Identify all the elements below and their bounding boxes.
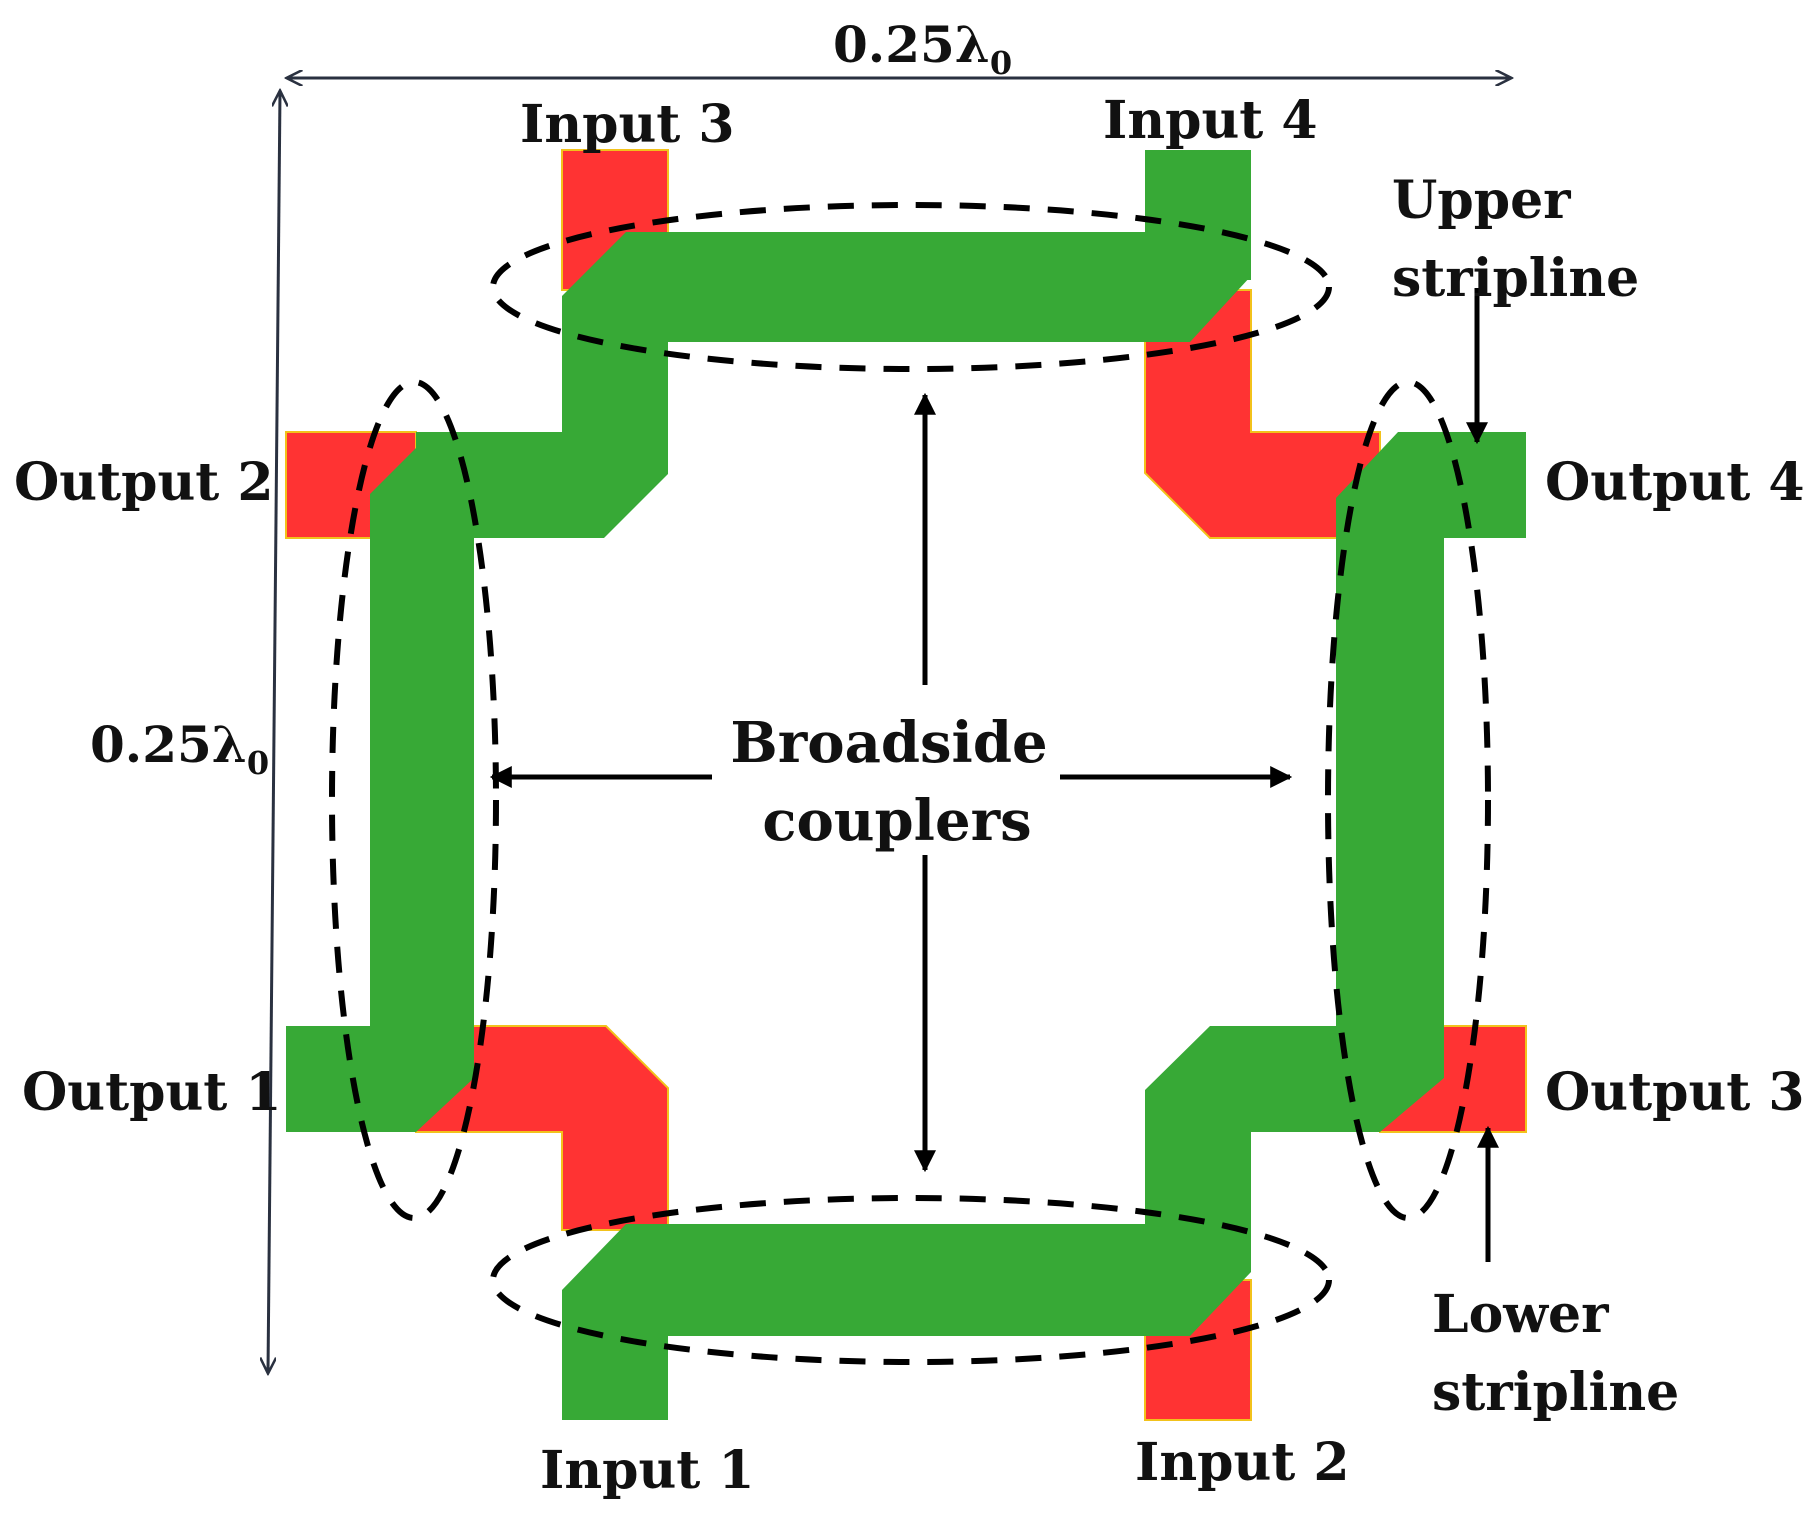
dimension-vertical-main: 0.25λ	[90, 715, 247, 774]
port-label-input-1: Input 1	[540, 1440, 755, 1501]
port-label-output-4: Output 4	[1545, 452, 1805, 513]
upper-stripline	[286, 150, 1526, 1420]
dimension-horizontal-main: 0.25λ	[833, 15, 990, 74]
label-upper-stripline-1: Upper	[1392, 170, 1571, 231]
dimension-horizontal-label: 0.25λ0	[833, 15, 1012, 82]
coupler-outlines	[329, 202, 1491, 1365]
upper-coupler-left	[370, 432, 474, 1132]
annotation-arrows	[489, 288, 1499, 1262]
dimension-lines	[268, 78, 1510, 1372]
dimension-vertical-label: 0.25λ0	[90, 715, 269, 782]
dimension-horizontal-sub: 0	[990, 44, 1012, 82]
port-label-output-3: Output 3	[1545, 1062, 1805, 1123]
coupler-outline-top	[490, 202, 1332, 372]
upper-coupler-bottom	[562, 1224, 1251, 1336]
upper-line-output-1	[286, 1026, 396, 1132]
coupler-outline-right	[1325, 379, 1491, 1221]
upper-corner-top-left	[416, 342, 668, 538]
port-label-output-1: Output 1	[22, 1062, 282, 1123]
dimension-vertical-sub: 0	[247, 744, 269, 782]
upper-coupler-top	[562, 232, 1251, 342]
upper-line-output-4	[1420, 432, 1526, 538]
port-label-input-3: Input 3	[520, 94, 735, 155]
port-label-input-2: Input 2	[1135, 1432, 1350, 1493]
lower-corner-bottom-left	[415, 1025, 669, 1231]
label-lower-stripline-2: stripline	[1432, 1362, 1679, 1423]
upper-corner-bottom-right	[1145, 1026, 1340, 1224]
label-couplers-1: Broadside	[730, 710, 1047, 776]
label-couplers-2: couplers	[762, 788, 1031, 854]
coupler-outline-left	[329, 379, 499, 1221]
upper-line-input-1	[562, 1336, 668, 1420]
label-upper-stripline-2: stripline	[1392, 248, 1639, 309]
dimension-vertical-icon	[268, 92, 280, 1372]
port-label-input-4: Input 4	[1103, 90, 1318, 151]
upper-coupler-right	[1336, 432, 1444, 1132]
coupler-outline-bottom	[490, 1195, 1332, 1365]
port-label-output-2: Output 2	[14, 452, 274, 513]
label-lower-stripline-1: Lower	[1432, 1284, 1609, 1345]
